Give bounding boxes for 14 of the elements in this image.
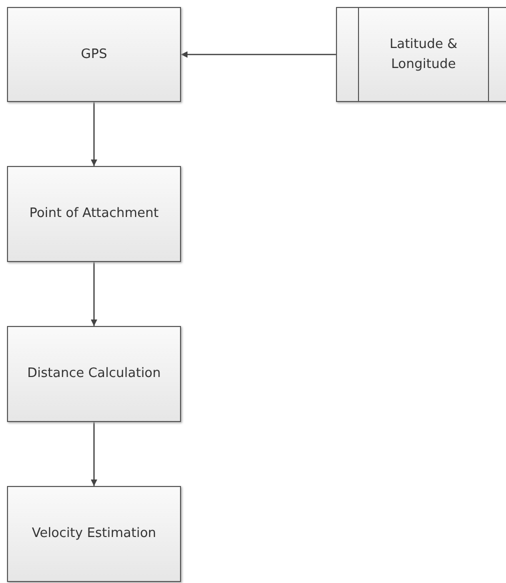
node-label: GPS: [80, 46, 108, 64]
node-label: Latitude & Longitude: [388, 36, 458, 74]
process-box: [7, 166, 181, 262]
node-label: Point of Attachment: [29, 205, 159, 224]
node-label: Velocity Estimation: [32, 525, 156, 544]
arrow: [90, 422, 98, 486]
arrow: [90, 262, 98, 326]
node-label: Distance Calculation: [27, 365, 161, 384]
arrow: [181, 51, 336, 58]
predefined-process-box: [336, 7, 506, 102]
process-box: [7, 7, 181, 102]
process-box: [7, 486, 181, 582]
process-box: [7, 326, 181, 422]
arrow: [90, 102, 98, 166]
